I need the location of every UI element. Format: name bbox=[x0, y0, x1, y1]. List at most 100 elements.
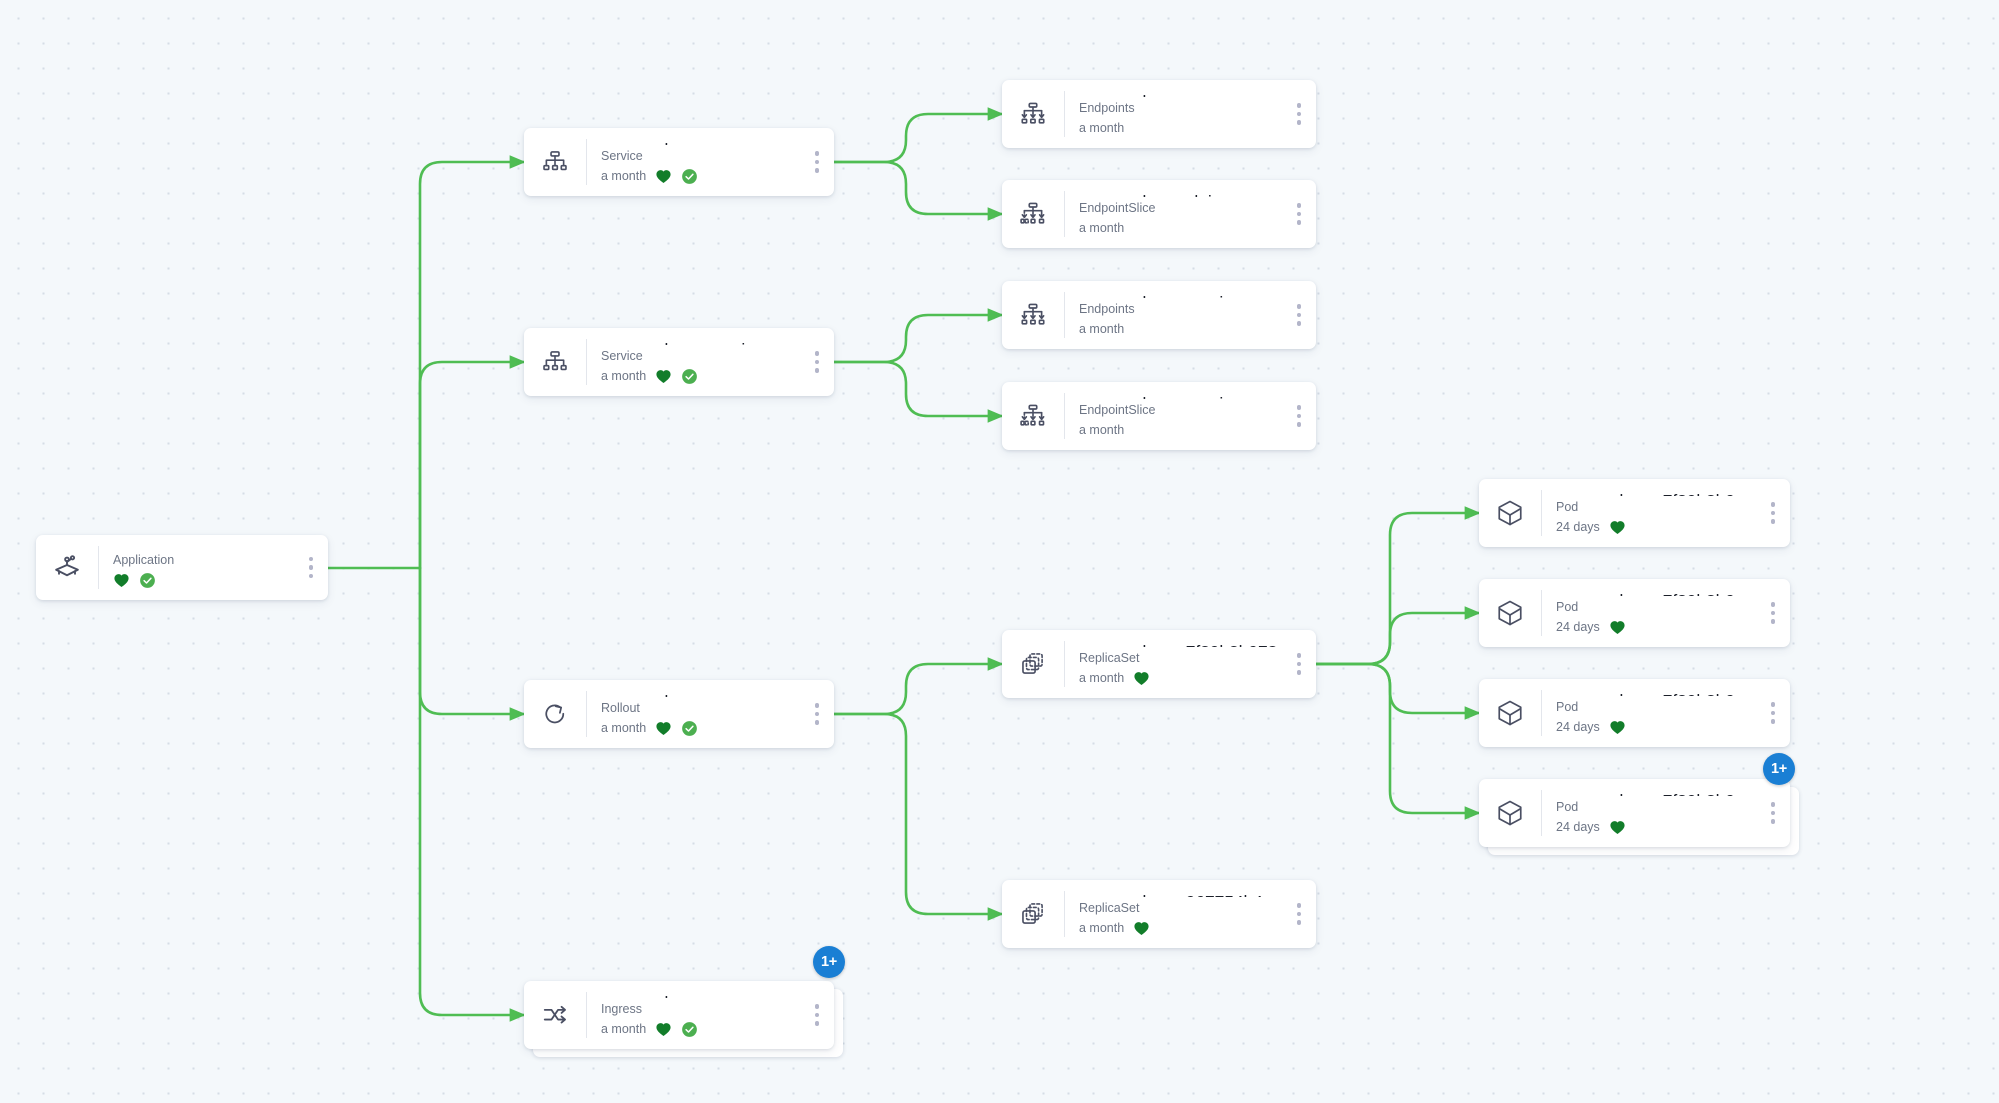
node-body: canary-demo-previewEndpointsa month bbox=[1065, 281, 1282, 349]
node-status-row: 24 days bbox=[1556, 719, 1756, 737]
node-title: canary-demo-preview bbox=[1079, 292, 1282, 298]
node-menu-button[interactable] bbox=[1282, 880, 1316, 948]
node-divider bbox=[586, 992, 587, 1038]
node-divider bbox=[1064, 191, 1065, 237]
kebab-menu-icon bbox=[1770, 602, 1776, 624]
node-kind: Pod bbox=[1556, 699, 1579, 714]
node-menu-button[interactable] bbox=[1756, 479, 1790, 547]
node-age: a month bbox=[601, 1021, 647, 1036]
node-kind: Pod bbox=[1556, 599, 1579, 614]
node-divider bbox=[1064, 891, 1065, 937]
heart-icon bbox=[1609, 619, 1626, 636]
node-menu-button[interactable] bbox=[1282, 382, 1316, 450]
node-divider bbox=[1064, 393, 1065, 439]
kebab-menu-icon bbox=[1296, 653, 1302, 675]
node-kind: EndpointSlice bbox=[1079, 402, 1156, 417]
kebab-menu-icon bbox=[1770, 802, 1776, 824]
resource-node-eps[interactable]: canary-demo-clpjwEndpointSlicea month bbox=[1002, 180, 1316, 248]
heart-icon bbox=[113, 572, 130, 589]
node-menu-button[interactable] bbox=[800, 981, 834, 1049]
endpointslice-icon bbox=[1002, 180, 1064, 248]
heart-icon bbox=[655, 168, 672, 185]
ingress-icon bbox=[524, 981, 586, 1049]
kebab-menu-icon bbox=[308, 556, 314, 579]
node-body: canary-demoIngressa month bbox=[587, 981, 800, 1049]
node-menu-button[interactable] bbox=[1756, 579, 1790, 647]
kebab-menu-icon bbox=[1296, 203, 1302, 225]
node-body: canary-demoEndpointsa month bbox=[1065, 80, 1282, 148]
heart-icon bbox=[1609, 519, 1626, 536]
node-title: canary-demo-preview-v... bbox=[1079, 393, 1282, 399]
node-divider bbox=[1064, 292, 1065, 338]
node-title: canary-demo-7f89b8b97... bbox=[1556, 790, 1756, 796]
node-age: 24 days bbox=[1556, 719, 1600, 734]
pod-icon bbox=[1479, 579, 1541, 647]
node-age: a month bbox=[1079, 220, 1125, 235]
resource-node-ingress[interactable]: canary-demoIngressa month bbox=[524, 981, 834, 1049]
resource-node-ep-preview[interactable]: canary-demo-previewEndpointsa month bbox=[1002, 281, 1316, 349]
node-kind: Pod bbox=[1556, 499, 1579, 514]
node-status-row: a month bbox=[1079, 120, 1282, 138]
node-status-row: a month bbox=[1079, 920, 1282, 938]
node-kind: ReplicaSet bbox=[1079, 650, 1140, 665]
node-status-row: a month bbox=[601, 1021, 800, 1039]
node-menu-button[interactable] bbox=[1756, 679, 1790, 747]
node-menu-button[interactable] bbox=[1756, 779, 1790, 847]
node-menu-button[interactable] bbox=[1282, 80, 1316, 148]
node-menu-button[interactable] bbox=[1282, 630, 1316, 698]
resource-node-svc-preview[interactable]: canary-demo-previewServicea month bbox=[524, 328, 834, 396]
node-title: canary-demo-967754b4c bbox=[1079, 891, 1282, 897]
resource-node-ep[interactable]: canary-demoEndpointsa month bbox=[1002, 80, 1316, 148]
heart-icon bbox=[655, 1021, 672, 1038]
resource-node-eps-preview[interactable]: canary-demo-preview-v... EndpointSlice a m… bbox=[1002, 382, 1316, 450]
node-status-row: a month bbox=[601, 720, 800, 738]
kebab-menu-icon bbox=[814, 1004, 820, 1026]
node-menu-button[interactable] bbox=[800, 128, 834, 196]
kebab-menu-icon bbox=[814, 703, 820, 725]
node-kind: Application bbox=[113, 553, 175, 568]
kebab-menu-icon bbox=[814, 151, 820, 173]
node-kind: Pod bbox=[1556, 799, 1579, 814]
check-circle-icon bbox=[139, 572, 156, 589]
resource-node-svc[interactable]: canary-demoServicea month bbox=[524, 128, 834, 196]
resource-node-pod-4[interactable]: canary-demo-7f89b8b97... Pod 24 days bbox=[1479, 779, 1790, 847]
kebab-menu-icon bbox=[1296, 103, 1302, 125]
pod-icon bbox=[1479, 479, 1541, 547]
child-count-badge[interactable]: 1+ bbox=[813, 946, 845, 978]
resource-node-rs-9677[interactable]: canary-demo-967754b4cReplicaSeta month bbox=[1002, 880, 1316, 948]
endpointslice-icon bbox=[1002, 382, 1064, 450]
node-title: canary-demo bbox=[601, 691, 800, 697]
resource-node-app[interactable]: canary-demoApplication bbox=[36, 535, 328, 600]
resource-node-rollout[interactable]: canary-demoRollouta month bbox=[524, 680, 834, 748]
node-age: a month bbox=[1079, 670, 1125, 685]
replicaset-icon bbox=[1002, 880, 1064, 948]
node-age: a month bbox=[601, 368, 647, 383]
node-status-row: 24 days bbox=[1556, 819, 1756, 837]
service-icon bbox=[524, 128, 586, 196]
child-count-badge[interactable]: 1+ bbox=[1763, 753, 1795, 785]
node-menu-button[interactable] bbox=[1282, 281, 1316, 349]
node-menu-button[interactable] bbox=[1282, 180, 1316, 248]
node-age: 24 days bbox=[1556, 619, 1600, 634]
node-menu-button[interactable] bbox=[800, 680, 834, 748]
node-age: a month bbox=[601, 720, 647, 735]
node-title: canary-demo bbox=[601, 992, 800, 998]
node-title: canary-demo-7f89b8b978 bbox=[1079, 641, 1282, 647]
heart-icon bbox=[1609, 819, 1626, 836]
node-divider bbox=[586, 691, 587, 737]
node-status-row: a month bbox=[1079, 422, 1282, 440]
node-kind: Endpoints bbox=[1079, 100, 1135, 115]
node-status-row: a month bbox=[601, 368, 800, 386]
node-status-row bbox=[113, 572, 294, 589]
node-age: a month bbox=[601, 168, 647, 183]
node-menu-button[interactable] bbox=[294, 535, 328, 600]
node-menu-button[interactable] bbox=[800, 328, 834, 396]
kebab-menu-icon bbox=[1770, 502, 1776, 524]
kebab-menu-icon bbox=[1296, 304, 1302, 326]
resource-node-rs-7f89[interactable]: canary-demo-7f89b8b978ReplicaSet a month bbox=[1002, 630, 1316, 698]
